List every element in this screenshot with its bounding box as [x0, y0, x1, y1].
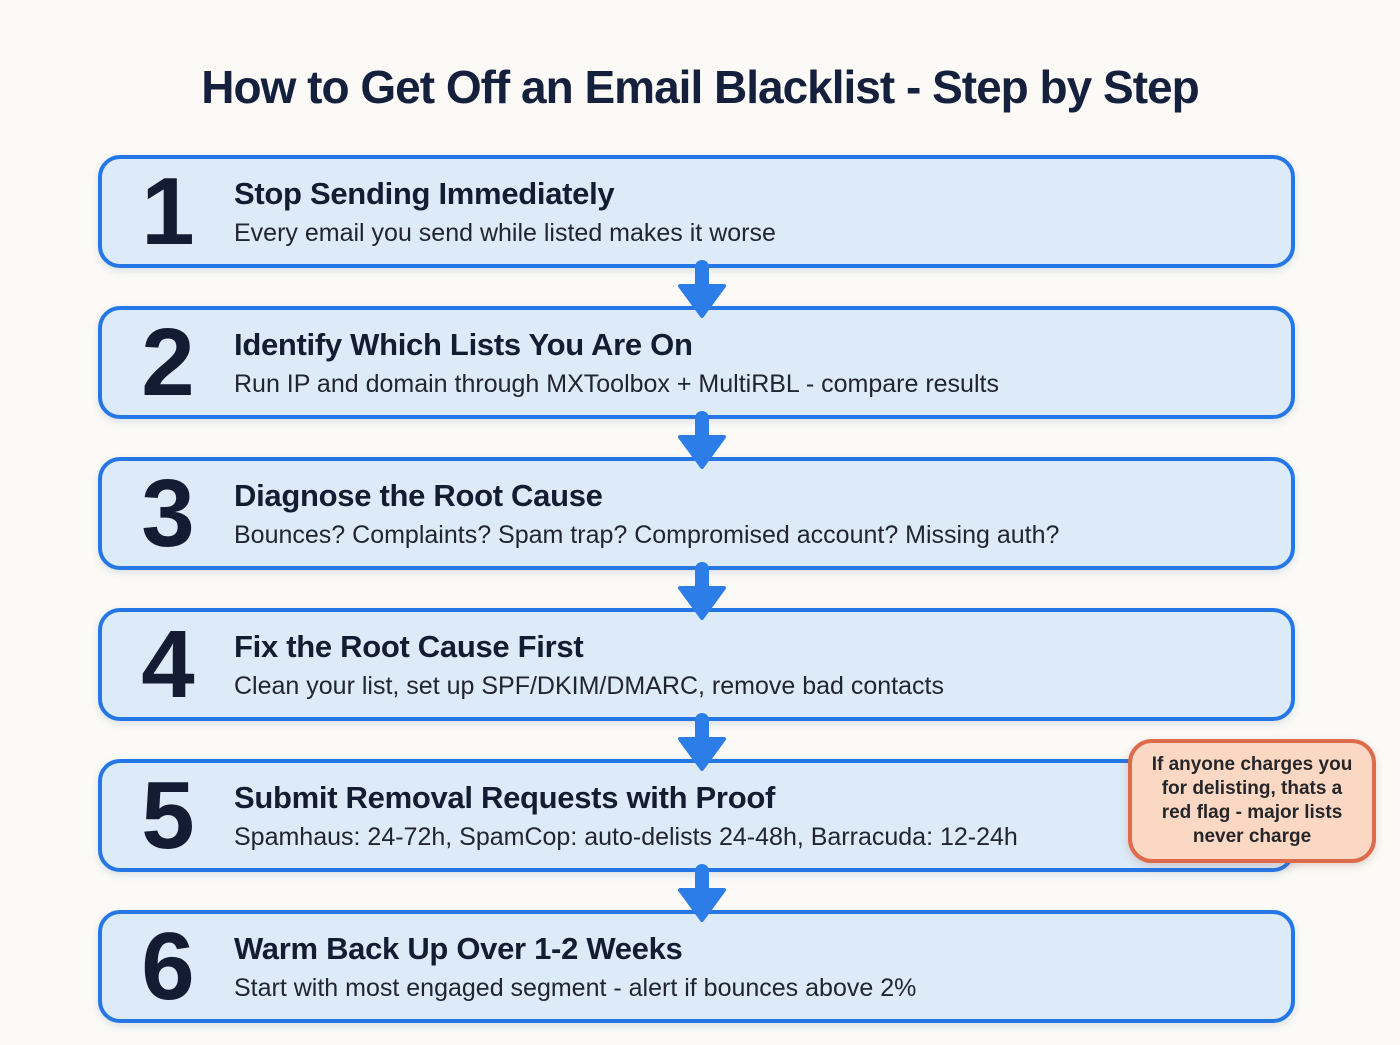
step-number: 1 [141, 157, 195, 265]
step-box-2: 2 Identify Which Lists You Are On Run IP… [98, 306, 1295, 419]
step-detail: Run IP and domain through MXToolbox + Mu… [234, 369, 999, 398]
step-detail: Every email you send while listed makes … [234, 218, 776, 247]
step-number: 3 [141, 459, 195, 567]
step-text: Stop Sending Immediately Every email you… [234, 176, 1271, 248]
step-heading: Stop Sending Immediately [234, 175, 615, 211]
step-detail: Start with most engaged segment - alert … [234, 973, 917, 1002]
step-heading: Identify Which Lists You Are On [234, 326, 693, 362]
step-heading: Diagnose the Root Cause [234, 477, 603, 513]
step-number: 5 [141, 761, 195, 869]
step-number: 4 [141, 610, 195, 718]
down-arrow-icon [674, 411, 730, 469]
page-title: How to Get Off an Email Blacklist - Step… [201, 61, 1199, 113]
step-detail: Bounces? Complaints? Spam trap? Compromi… [234, 520, 1060, 549]
warning-callout-text: If anyone charges you for delisting, tha… [1151, 754, 1353, 847]
step-box-4: 4 Fix the Root Cause First Clean your li… [98, 608, 1295, 721]
step-text: Fix the Root Cause First Clean your list… [234, 629, 1271, 701]
step-number: 6 [141, 912, 195, 1020]
step-box-3: 3 Diagnose the Root Cause Bounces? Compl… [98, 457, 1295, 570]
step-detail: Clean your list, set up SPF/DKIM/DMARC, … [234, 671, 944, 700]
step-number: 2 [141, 308, 195, 416]
step-heading: Submit Removal Requests with Proof [234, 779, 775, 815]
step-text: Submit Removal Requests with Proof Spamh… [234, 780, 1271, 852]
step-box-6: 6 Warm Back Up Over 1-2 Weeks Start with… [98, 910, 1295, 1023]
step-box-5: 5 Submit Removal Requests with Proof Spa… [98, 759, 1295, 872]
step-text: Identify Which Lists You Are On Run IP a… [234, 327, 1271, 399]
step-heading: Warm Back Up Over 1-2 Weeks [234, 930, 683, 966]
step-text: Diagnose the Root Cause Bounces? Complai… [234, 478, 1271, 550]
down-arrow-icon [674, 864, 730, 922]
down-arrow-icon [674, 713, 730, 771]
warning-callout: If anyone charges you for delisting, tha… [1128, 739, 1376, 863]
step-detail: Spamhaus: 24-72h, SpamCop: auto-delists … [234, 822, 1018, 851]
step-heading: Fix the Root Cause First [234, 628, 584, 664]
down-arrow-icon [674, 562, 730, 620]
step-box-1: 1 Stop Sending Immediately Every email y… [98, 155, 1295, 268]
down-arrow-icon [674, 260, 730, 318]
step-text: Warm Back Up Over 1-2 Weeks Start with m… [234, 931, 1271, 1003]
